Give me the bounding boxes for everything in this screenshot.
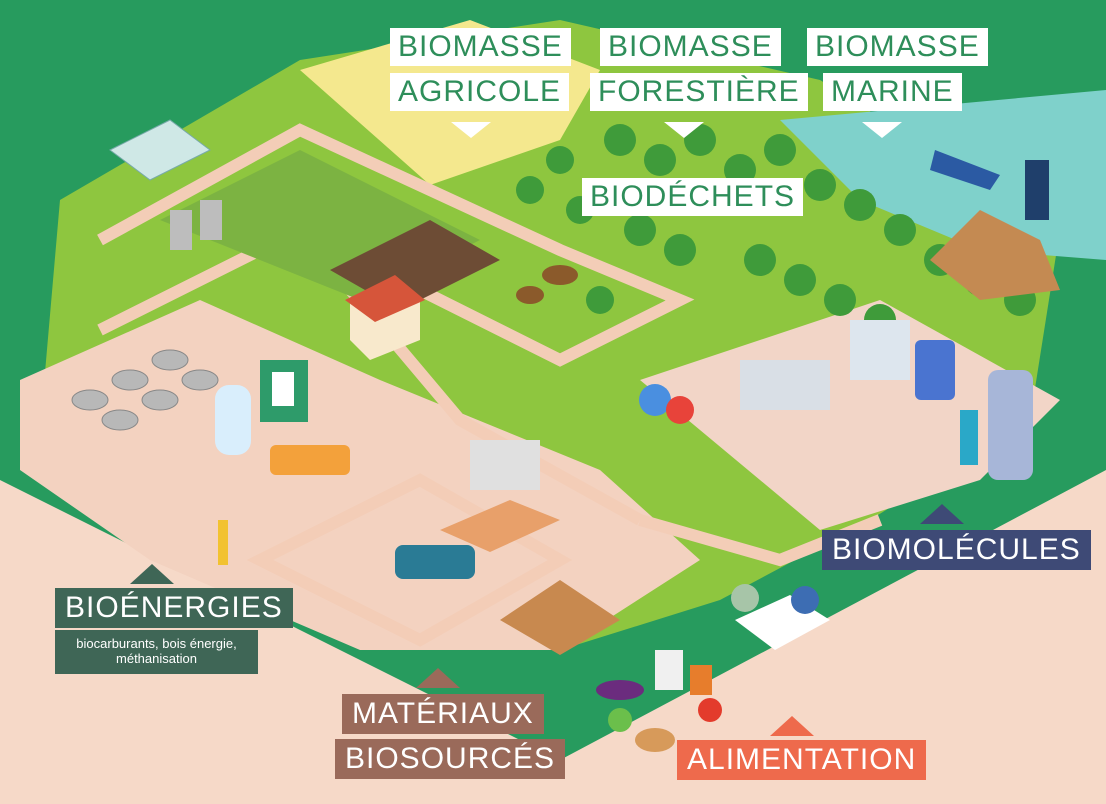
office-building [850, 320, 910, 380]
mountains [930, 210, 1060, 300]
label-biomasse-forestiere-line1: BIOMASSE [600, 28, 781, 66]
arrow-biomasse-agricole [451, 122, 491, 138]
silos [170, 200, 222, 250]
label-bioenergies-subtitle: biocarburants, bois énergie, méthanisati… [55, 630, 258, 674]
chemical-plant [740, 360, 830, 410]
label-biomasse-agricole-line1: BIOMASSE [390, 28, 571, 66]
farmhouse [345, 275, 425, 360]
energy-bulb [215, 385, 251, 455]
storage-tanks [71, 349, 219, 431]
bioenergies-subtitle-line2: méthanisation [116, 651, 197, 666]
food-items [596, 650, 722, 752]
sea-water [780, 90, 1106, 260]
label-biomasse-forestiere-line2: FORESTIÈRE [590, 73, 808, 111]
label-materiaux-line2: BIOSOURCÉS [335, 739, 566, 779]
arrow-biomolecules [920, 504, 964, 524]
gas-station-sign [260, 360, 308, 422]
label-materiaux-line1: MATÉRIAUX [342, 694, 544, 734]
construction-house [500, 580, 620, 655]
bioenergies-subtitle-line1: biocarburants, bois énergie, [76, 636, 237, 651]
car [395, 545, 475, 579]
label-alimentation: ALIMENTATION [677, 740, 927, 780]
cows [516, 265, 578, 304]
greenhouse [109, 119, 211, 181]
arrow-biomasse-forestiere [664, 122, 704, 138]
label-biomasse-marine-line2: MARINE [823, 73, 962, 111]
wood-pallets [440, 500, 560, 552]
arrow-materiaux [416, 668, 460, 688]
label-bioenergies: BIOÉNERGIES [55, 588, 293, 628]
arrow-alimentation [770, 716, 814, 736]
dinner-table [731, 584, 830, 650]
crane [218, 520, 228, 565]
fishing-boat [930, 150, 1000, 190]
label-biomasse-agricole-line2: AGRICOLE [390, 73, 570, 111]
chemistry-flasks [639, 384, 694, 424]
cosmetic-products [915, 340, 1033, 480]
factory-building [470, 440, 540, 490]
arrow-biomasse-marine [862, 122, 902, 138]
arrow-bioenergies [130, 564, 174, 584]
label-biomolecules: BIOMOLÉCULES [822, 530, 1091, 570]
pink-ground [0, 470, 1106, 804]
tanker-truck [270, 445, 350, 475]
label-biodechets: BIODÉCHETS [582, 178, 804, 216]
lighthouse [1025, 160, 1049, 220]
label-biomasse-marine-line1: BIOMASSE [807, 28, 988, 66]
